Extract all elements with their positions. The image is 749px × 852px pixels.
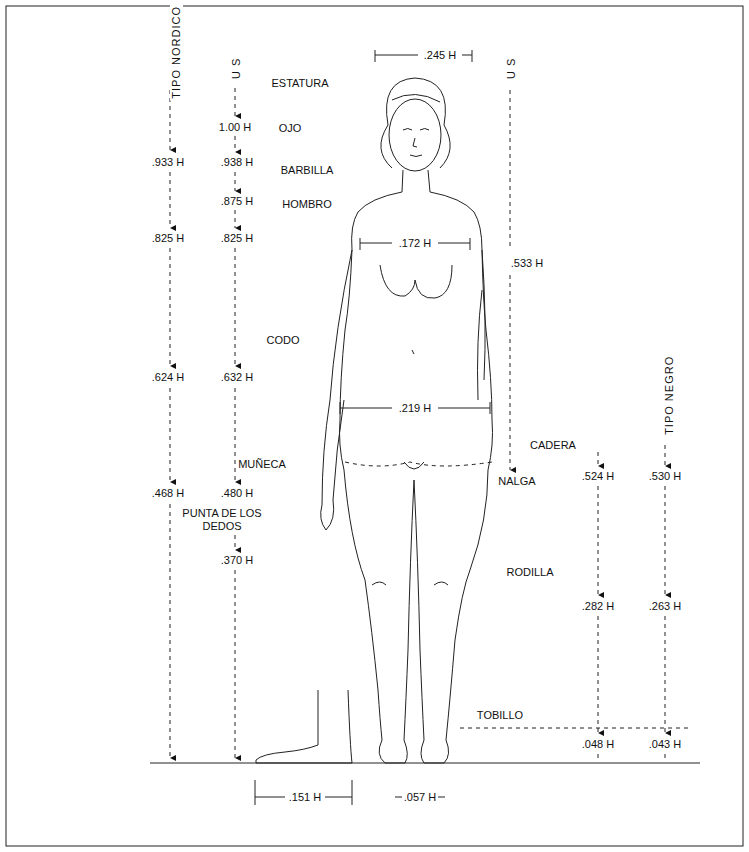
dimension-label: .624 H: [150, 371, 186, 384]
dimension-label: BARBILLA: [279, 164, 336, 177]
dimension-label: .043 H: [647, 738, 683, 751]
dimension-label: .825 H: [219, 232, 255, 245]
dimension-label: .057 H: [402, 791, 438, 804]
dimension-label: .219 H: [397, 402, 433, 415]
dimension-label: .524 H: [580, 470, 616, 483]
dimension-label: HOMBRO: [280, 198, 334, 211]
dimension-label: CODO: [265, 334, 302, 347]
dimension-label: .263 H: [647, 600, 683, 613]
vertical-label: TIPO NORDICO: [170, 4, 183, 101]
dimension-label: .933 H: [150, 156, 186, 169]
vertical-label: U S: [230, 55, 243, 80]
dimension-label: .245 H: [422, 49, 458, 62]
dimension-label: RODILLA: [504, 566, 555, 579]
dimension-label: .151 H: [287, 791, 323, 804]
dimension-label: .530 H: [647, 470, 683, 483]
dimension-label: CADERA: [528, 439, 578, 452]
dimension-label: .172 H: [397, 237, 433, 250]
dimension-label: .938 H: [219, 156, 255, 169]
dimension-label: .632 H: [219, 371, 255, 384]
dimension-label: .048 H: [580, 738, 616, 751]
dimension-label: .282 H: [580, 600, 616, 613]
dimension-label: .468 H: [150, 487, 186, 500]
dimension-label: NALGA: [496, 475, 537, 488]
dimension-label: PUNTA DE LOS DEDOS: [174, 507, 270, 532]
dimension-label: .825 H: [150, 232, 186, 245]
dimension-label: TOBILLO: [475, 709, 525, 722]
dimension-label: .480 H: [219, 487, 255, 500]
dimension-label: .875 H: [219, 195, 255, 208]
dimension-label: ESTATURA: [269, 77, 330, 90]
vertical-label: TIPO NEGRO: [664, 353, 677, 436]
dimension-label: OJO: [277, 122, 304, 135]
vertical-label: U S: [505, 55, 518, 80]
dimension-label: .533 H: [509, 257, 545, 270]
dimension-label: 1.00 H: [217, 121, 253, 134]
dimension-label: .370 H: [219, 554, 255, 567]
dimension-label: MUÑECA: [236, 458, 288, 471]
